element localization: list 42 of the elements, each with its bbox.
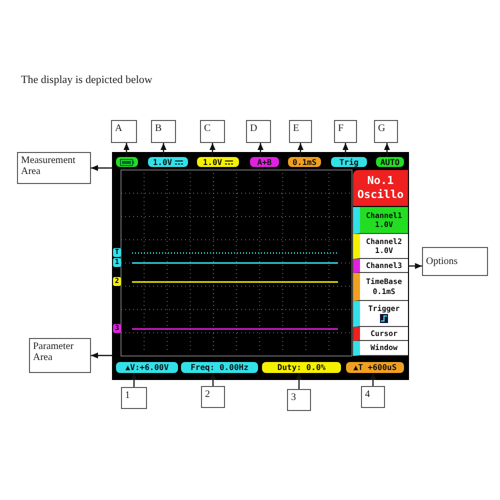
arrow bbox=[408, 263, 422, 269]
arrow bbox=[124, 143, 130, 157]
callout-box: 2 bbox=[201, 386, 225, 408]
callout-box: 1 bbox=[121, 387, 147, 409]
arrow bbox=[210, 373, 216, 386]
arrow bbox=[258, 143, 264, 157]
battery-indicator bbox=[116, 157, 138, 167]
parameter-pill: ▲V:+6.00V bbox=[116, 362, 178, 373]
parameter-pill: Duty: 0.0% bbox=[262, 362, 341, 373]
callout-box: Parameter Area bbox=[29, 338, 91, 373]
callout-box: F bbox=[334, 120, 357, 143]
arrow bbox=[91, 165, 112, 171]
arrow bbox=[342, 143, 348, 157]
callout-box: A bbox=[111, 120, 137, 143]
callout-box: 3 bbox=[287, 389, 311, 411]
callout-box: B bbox=[151, 120, 176, 143]
page-title: The display is depicted below bbox=[21, 74, 152, 86]
callout-box: Measurement Area bbox=[17, 152, 91, 184]
status-pill: AUTO bbox=[376, 157, 404, 167]
status-pill: 1.0V bbox=[148, 157, 188, 167]
status-pill: 1.0V bbox=[197, 157, 239, 167]
menu-title: No.1 Oscillo bbox=[353, 170, 408, 206]
arrow bbox=[296, 373, 302, 389]
arrow bbox=[370, 373, 376, 386]
parameter-pill: ▲T +600uS bbox=[346, 362, 404, 373]
arrow bbox=[91, 352, 112, 358]
callout-box: E bbox=[289, 120, 312, 143]
callout-box: G bbox=[374, 120, 398, 143]
arrow bbox=[384, 143, 390, 157]
callout-box: 4 bbox=[361, 386, 385, 408]
oscilloscope-screen bbox=[112, 152, 409, 380]
status-pill: A+B bbox=[250, 157, 279, 167]
callout-box: C bbox=[200, 120, 225, 143]
arrow bbox=[160, 143, 166, 157]
parameter-pill: Freq: 0.00Hz bbox=[181, 362, 258, 373]
status-pill: Trig bbox=[331, 157, 367, 167]
arrow bbox=[210, 143, 216, 157]
arrow bbox=[131, 373, 137, 387]
status-pill: 0.1mS bbox=[288, 157, 321, 167]
callout-box: Options bbox=[422, 247, 488, 276]
callout-box: D bbox=[246, 120, 271, 143]
arrow bbox=[298, 143, 304, 157]
